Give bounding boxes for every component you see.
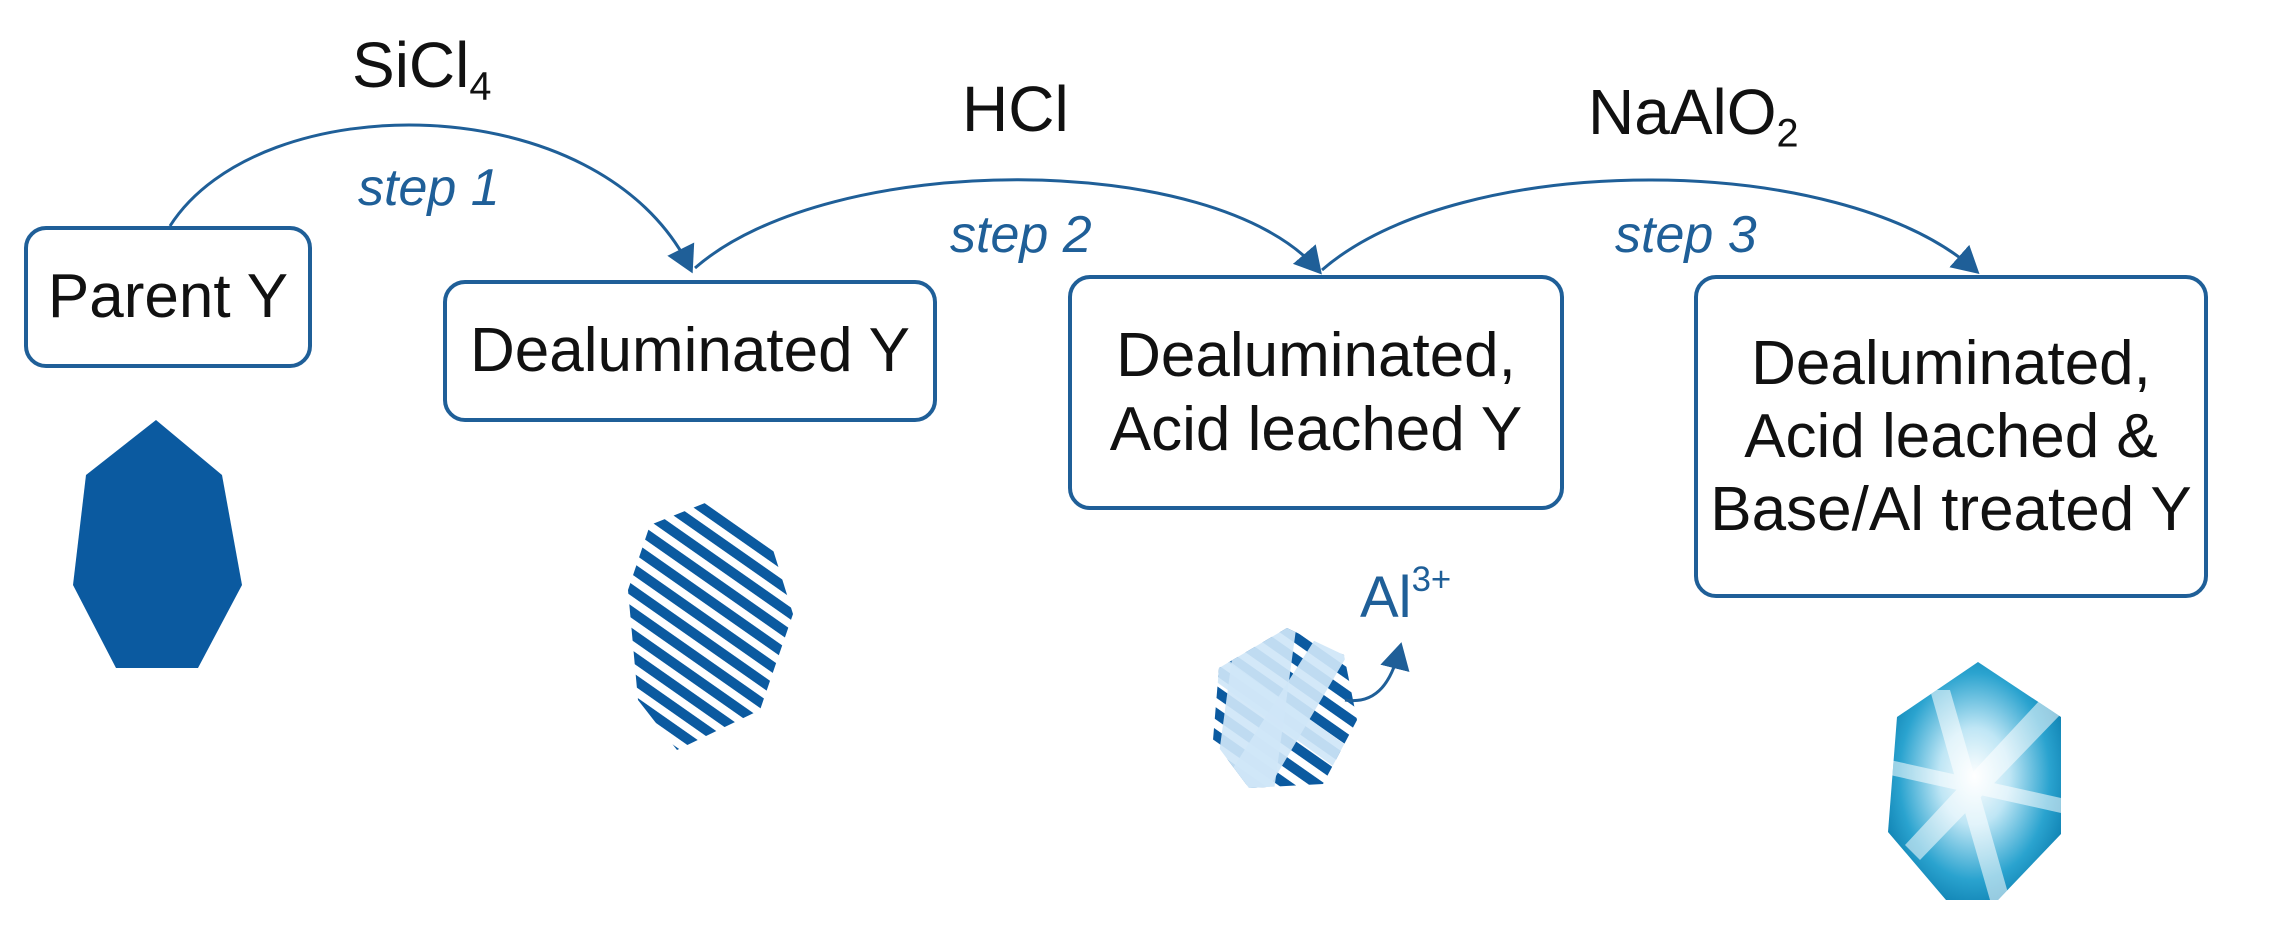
dealuminated-y-line-1: Dealuminated Y xyxy=(469,316,911,386)
al-ion-base: Al xyxy=(1360,565,1412,631)
reagent-naalo2-subscript: 2 xyxy=(1776,111,1799,156)
acid-leached-y-box: Dealuminated, Acid leached Y xyxy=(1068,275,1564,510)
step-3-label: step 3 xyxy=(1615,206,1757,264)
reagent-naalo2: NaAlO2 xyxy=(1588,75,1799,157)
reagent-naalo2-base: NaAlO xyxy=(1588,76,1777,148)
step-2-label: step 2 xyxy=(950,206,1092,264)
step-1-label: step 1 xyxy=(358,159,500,217)
base-treated-y-line-2: Acid leached & xyxy=(1744,401,2158,471)
reagent-hcl: HCl xyxy=(962,72,1069,146)
reagent-hcl-base: HCl xyxy=(962,73,1069,145)
parent-crystal-icon xyxy=(73,420,242,668)
arc-step-1 xyxy=(168,123,695,274)
base-treated-y-box: Dealuminated, Acid leached & Base/Al tre… xyxy=(1694,275,2208,598)
acid-leached-crystal-icon xyxy=(1213,628,1357,788)
acid-leached-y-line-2: Acid leached Y xyxy=(1109,394,1523,464)
arc-step-2 xyxy=(694,178,1322,275)
base-treated-crystal-icon xyxy=(1888,662,2061,900)
reagent-sicl4-subscript: 4 xyxy=(469,64,492,109)
dealuminated-crystal-icon xyxy=(628,503,793,750)
al-ion-label: Al3+ xyxy=(1360,560,1451,631)
base-treated-y-line-1: Dealuminated, xyxy=(1751,328,2151,398)
acid-leached-y-line-1: Dealuminated, xyxy=(1116,321,1516,391)
reagent-sicl4: SiCl4 xyxy=(352,28,491,110)
al-ion-charge: 3+ xyxy=(1411,560,1452,599)
parent-y-line-1: Parent Y xyxy=(47,262,289,332)
al-release-arrow xyxy=(1344,642,1410,703)
arc-step-3 xyxy=(1321,178,1980,274)
base-treated-y-line-3: Base/Al treated Y xyxy=(1710,475,2192,545)
parent-y-box: Parent Y xyxy=(24,226,312,368)
reagent-sicl4-base: SiCl xyxy=(352,29,470,101)
dealuminated-y-box: Dealuminated Y xyxy=(443,280,937,422)
